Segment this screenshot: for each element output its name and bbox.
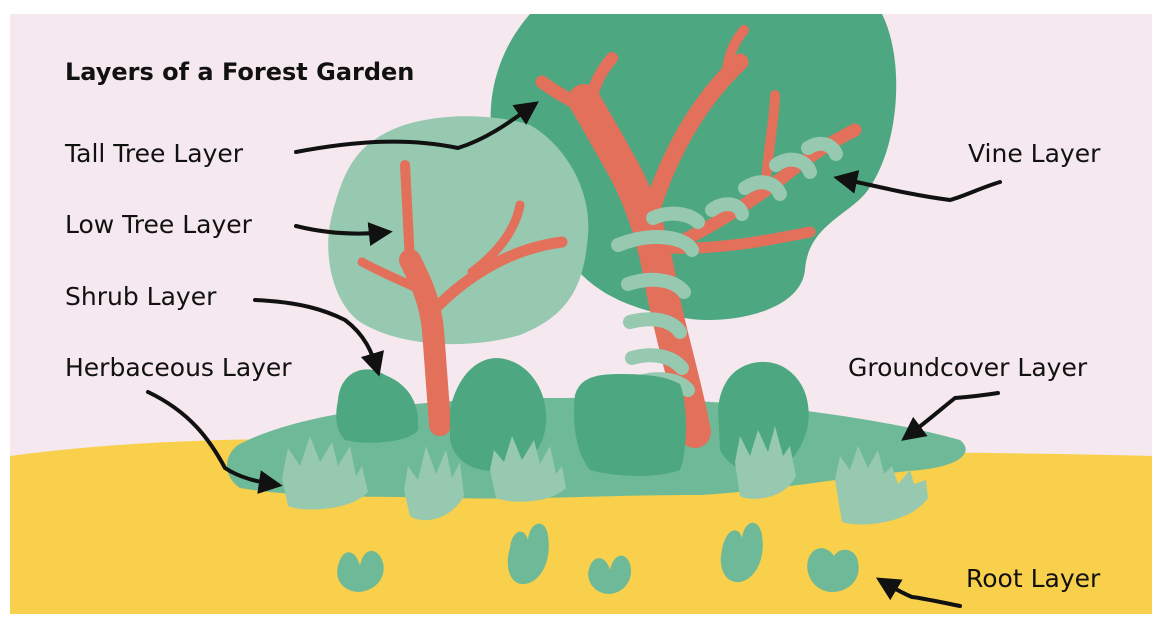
shrub-3 <box>574 374 686 476</box>
diagram-title: Layers of a Forest Garden <box>65 60 414 84</box>
label-herbaceous-layer: Herbaceous Layer <box>65 355 292 380</box>
low-tree-canopy <box>328 116 588 344</box>
label-vine-layer: Vine Layer <box>968 141 1100 166</box>
label-tall-tree-layer: Tall Tree Layer <box>65 141 243 166</box>
label-groundcover-layer: Groundcover Layer <box>848 355 1087 380</box>
label-root-layer: Root Layer <box>966 566 1100 591</box>
label-low-tree-layer: Low Tree Layer <box>65 212 252 237</box>
label-shrub-layer: Shrub Layer <box>65 284 216 309</box>
